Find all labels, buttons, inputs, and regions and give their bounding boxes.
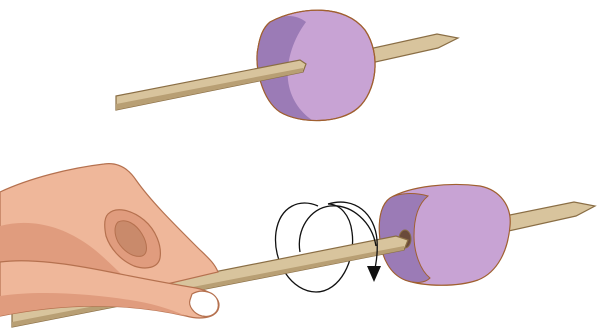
hand-group (0, 164, 219, 318)
bottom-skewer-tip (500, 202, 595, 232)
bottom-marshmallow (379, 185, 510, 286)
rotation-arrowhead-icon (367, 266, 381, 282)
top-skewer-group (116, 10, 458, 120)
